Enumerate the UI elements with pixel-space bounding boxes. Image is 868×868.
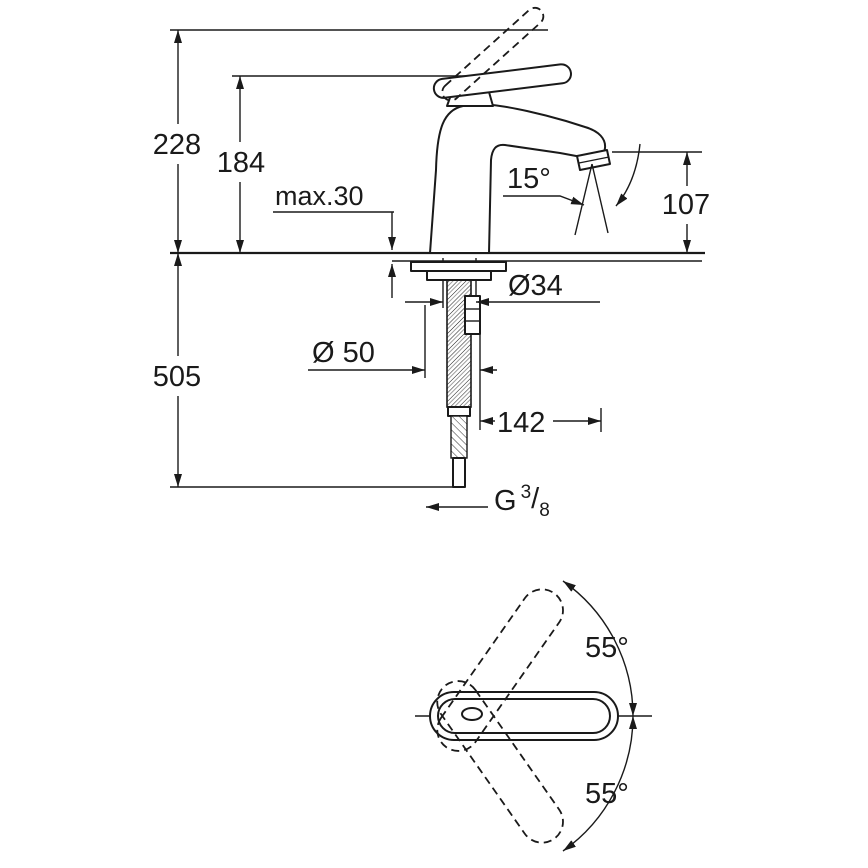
dim-base-diameter: Ø 50 (308, 337, 497, 374)
thread-g: G (494, 485, 517, 517)
dim-outlet-height-label: 107 (662, 189, 710, 221)
dim-total-height: 228 (153, 30, 201, 253)
stream-line-left (574, 163, 593, 236)
lever-indicator-slot (461, 707, 483, 721)
mounting-washer (410, 261, 507, 272)
lever-swing-upper-position (436, 588, 564, 752)
supply-hose-end (452, 457, 466, 488)
thread-slash: / (531, 483, 540, 515)
lever-swing-lower-position (436, 680, 564, 844)
swing-arc-upper (562, 580, 638, 717)
counter-surface (170, 251, 705, 262)
dim-below-deck-length-label: 505 (153, 361, 201, 393)
dim-spout-angle-label: 15° (507, 163, 551, 195)
stream-curve-arrow (615, 143, 641, 207)
dim-total-height-label: 228 (153, 129, 201, 161)
handle-lever (432, 63, 572, 99)
dim-hole-diameter-label: Ø34 (508, 270, 563, 302)
leader-line (503, 195, 585, 206)
mounting-nut (426, 270, 492, 281)
dim-outlet-height: 107 (662, 152, 710, 253)
swing-arc-lower (562, 715, 638, 852)
dim-max-thickness-label: max.30 (275, 181, 364, 211)
dim-max-thickness: max.30 (273, 181, 396, 298)
side-view: 228 184 max.30 15° 107 (153, 6, 710, 521)
dim-spout-reach-label: 142 (497, 407, 545, 439)
dim-base-diameter-label: Ø 50 (312, 337, 375, 369)
dim-hole-diameter: Ø34 (405, 270, 600, 306)
dim-spout-angle: 15° (503, 163, 585, 206)
dim-swing-lower-label: 55° (585, 778, 629, 810)
supply-hose-braided (450, 415, 468, 459)
body-and-spout (429, 104, 607, 254)
dim-spout-reach: 142 (480, 407, 601, 439)
thread-denominator: 8 (539, 500, 550, 521)
hose-collar (447, 406, 471, 417)
dim-swing-upper-label: 55° (585, 632, 629, 664)
thread-numerator: 3 (521, 482, 532, 503)
faucet-body (429, 6, 611, 254)
stream-line-right (591, 163, 609, 234)
dim-height-to-lever: 184 (217, 76, 265, 253)
extension-lines (170, 29, 702, 488)
dim-height-to-lever-label: 184 (217, 147, 265, 179)
top-view: 55° 55° (415, 580, 652, 852)
dim-below-deck-length: 505 (153, 253, 201, 487)
aerator-line (578, 156, 610, 164)
handle-lever-raised-position (441, 6, 545, 102)
below-deck-assembly (410, 261, 507, 488)
